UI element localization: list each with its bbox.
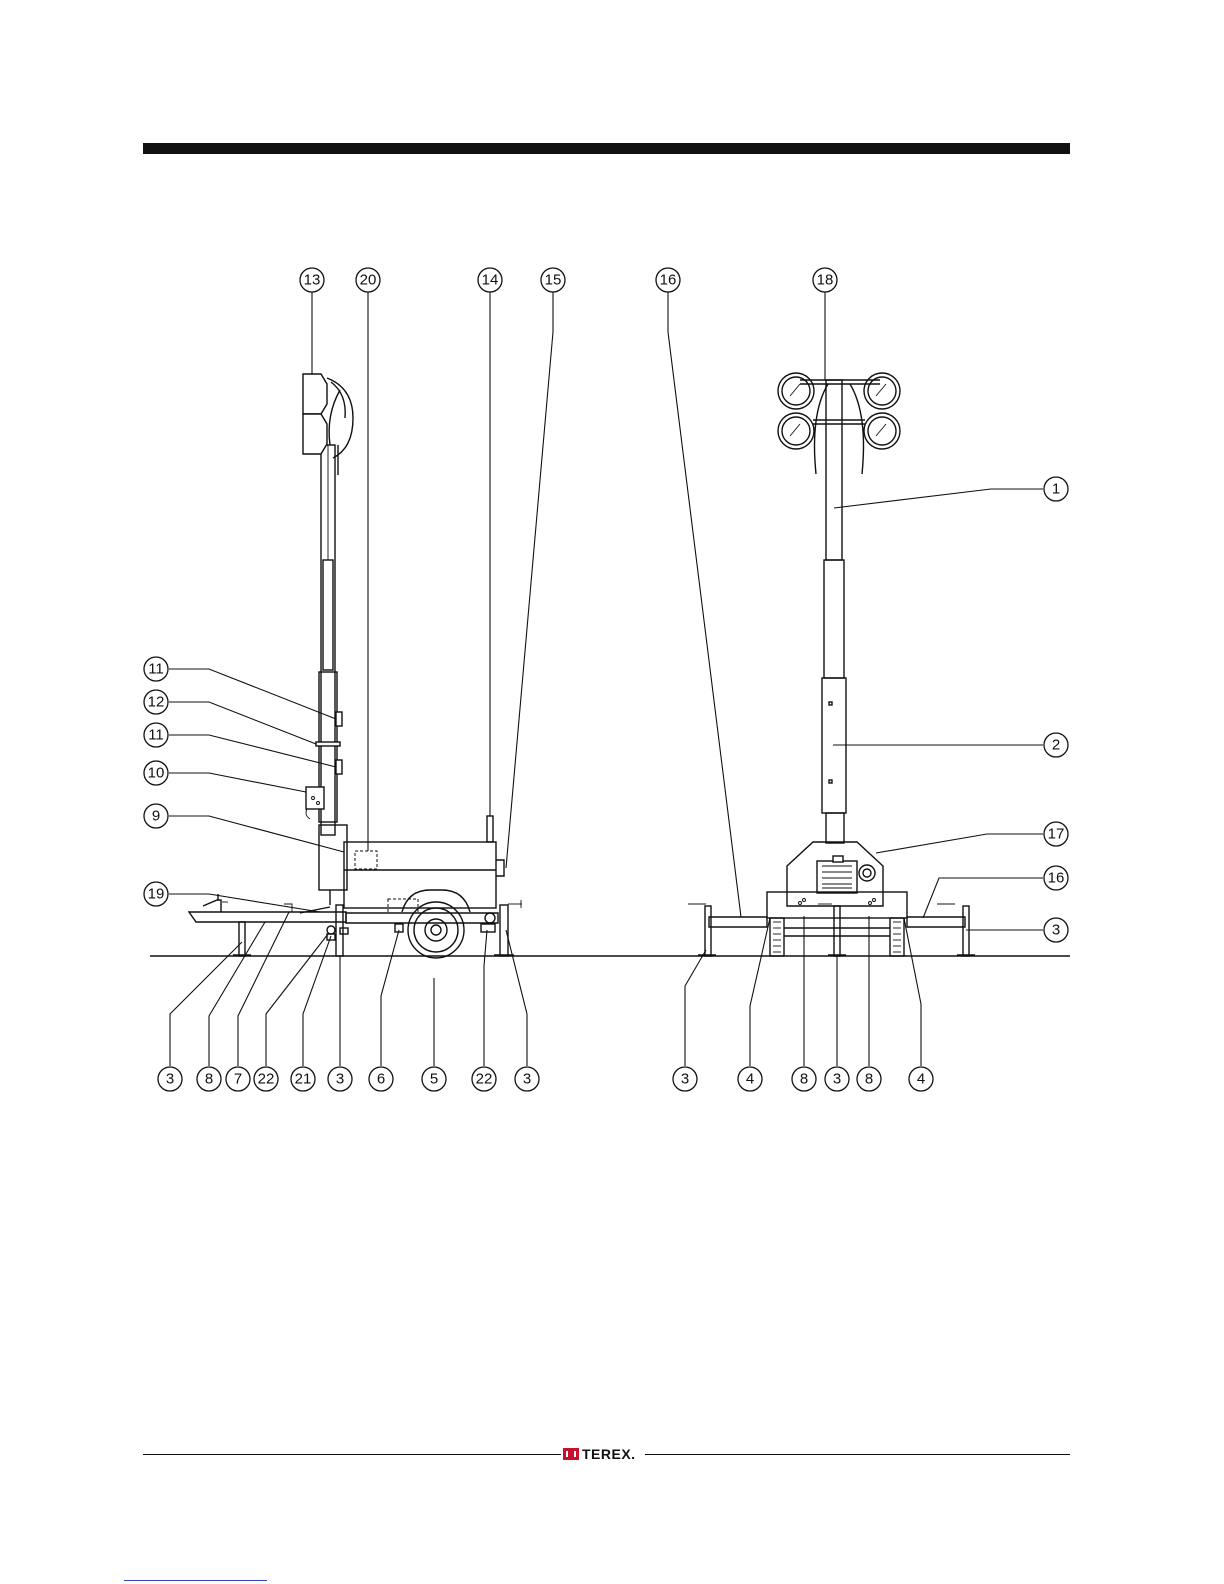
callout-3-b5: 3 [825, 1067, 849, 1091]
brand-name: TEREX. [582, 1446, 636, 1462]
callout-15: 15 [541, 268, 565, 292]
svg-text:4: 4 [746, 1071, 754, 1088]
svg-text:14: 14 [482, 272, 499, 289]
svg-text:11: 11 [148, 661, 164, 678]
svg-text:12: 12 [148, 694, 165, 711]
callout-18: 18 [813, 268, 837, 292]
callout-1: 1 [1044, 477, 1068, 501]
svg-text:15: 15 [545, 272, 562, 289]
svg-text:22: 22 [476, 1071, 493, 1088]
svg-text:8: 8 [800, 1071, 808, 1088]
callout-8-b2: 8 [792, 1067, 816, 1091]
svg-text:3: 3 [1052, 922, 1060, 939]
front-base [688, 892, 975, 956]
side-body [319, 816, 504, 908]
callout-14: 14 [478, 268, 502, 292]
svg-text:18: 18 [817, 272, 834, 289]
callout-9: 9 [144, 804, 168, 828]
svg-text:19: 19 [148, 886, 165, 903]
callout-2: 2 [1044, 733, 1068, 757]
footer-rule-left [143, 1454, 561, 1455]
svg-text:3: 3 [336, 1071, 344, 1088]
callout-4-b2: 4 [909, 1067, 933, 1091]
svg-text:20: 20 [360, 272, 377, 289]
front-canopy [787, 842, 883, 906]
front-view [688, 373, 975, 956]
callout-13: 13 [300, 268, 324, 292]
callout-4-b1: 4 [738, 1067, 762, 1091]
svg-text:8: 8 [205, 1071, 213, 1088]
svg-text:11: 11 [148, 727, 164, 744]
svg-text:9: 9 [152, 808, 160, 825]
callout-11-lower: 11 [144, 723, 168, 747]
svg-text:8: 8 [865, 1071, 873, 1088]
callout-3-b4: 3 [673, 1067, 697, 1091]
svg-text:13: 13 [304, 272, 321, 289]
svg-text:4: 4 [917, 1071, 925, 1088]
callout-11-upper: 11 [144, 657, 168, 681]
brand-logo: TEREX. [563, 1444, 636, 1464]
callout-3-b3: 3 [515, 1067, 539, 1091]
svg-text:3: 3 [833, 1071, 841, 1088]
callout-20: 20 [356, 268, 380, 292]
svg-text:21: 21 [295, 1071, 312, 1088]
side-view [189, 374, 522, 958]
svg-text:3: 3 [681, 1071, 689, 1088]
leader-lines [169, 292, 1043, 1066]
svg-text:5: 5 [430, 1071, 438, 1088]
footer-rule-right [645, 1454, 1070, 1455]
callout-7: 7 [226, 1067, 250, 1091]
terex-logo-icon [563, 1448, 579, 1460]
callout-10: 10 [144, 761, 168, 785]
callout-3-b1: 3 [158, 1067, 182, 1091]
svg-text:16: 16 [660, 272, 677, 289]
callout-16-right: 16 [1044, 866, 1068, 890]
callout-19: 19 [144, 882, 168, 906]
svg-text:3: 3 [523, 1071, 531, 1088]
svg-text:6: 6 [377, 1071, 385, 1088]
svg-text:3: 3 [166, 1071, 174, 1088]
callout-22-b2: 22 [472, 1067, 496, 1091]
svg-text:10: 10 [148, 765, 165, 782]
svg-text:7: 7 [234, 1071, 242, 1088]
bottom-link-underline[interactable] [124, 1580, 267, 1581]
svg-text:2: 2 [1052, 737, 1060, 754]
callout-12: 12 [144, 690, 168, 714]
callouts: 13 20 14 15 16 18 1 2 17 16 3 11 12 11 1… [144, 268, 1068, 1091]
callout-6: 6 [369, 1067, 393, 1091]
front-mast [822, 380, 846, 843]
callout-8-b1: 8 [197, 1067, 221, 1091]
callout-3-right: 3 [1044, 918, 1068, 942]
callout-22-b1: 22 [254, 1067, 278, 1091]
callout-17: 17 [1044, 822, 1068, 846]
side-chassis [189, 894, 522, 956]
callout-8-b3: 8 [857, 1067, 881, 1091]
svg-text:1: 1 [1052, 481, 1060, 498]
front-lamps [778, 373, 900, 474]
svg-text:22: 22 [258, 1071, 275, 1088]
callout-5: 5 [422, 1067, 446, 1091]
callout-16-top: 16 [656, 268, 680, 292]
callout-21: 21 [291, 1067, 315, 1091]
svg-text:17: 17 [1048, 826, 1065, 843]
svg-text:16: 16 [1048, 870, 1065, 887]
callout-3-b2: 3 [328, 1067, 352, 1091]
